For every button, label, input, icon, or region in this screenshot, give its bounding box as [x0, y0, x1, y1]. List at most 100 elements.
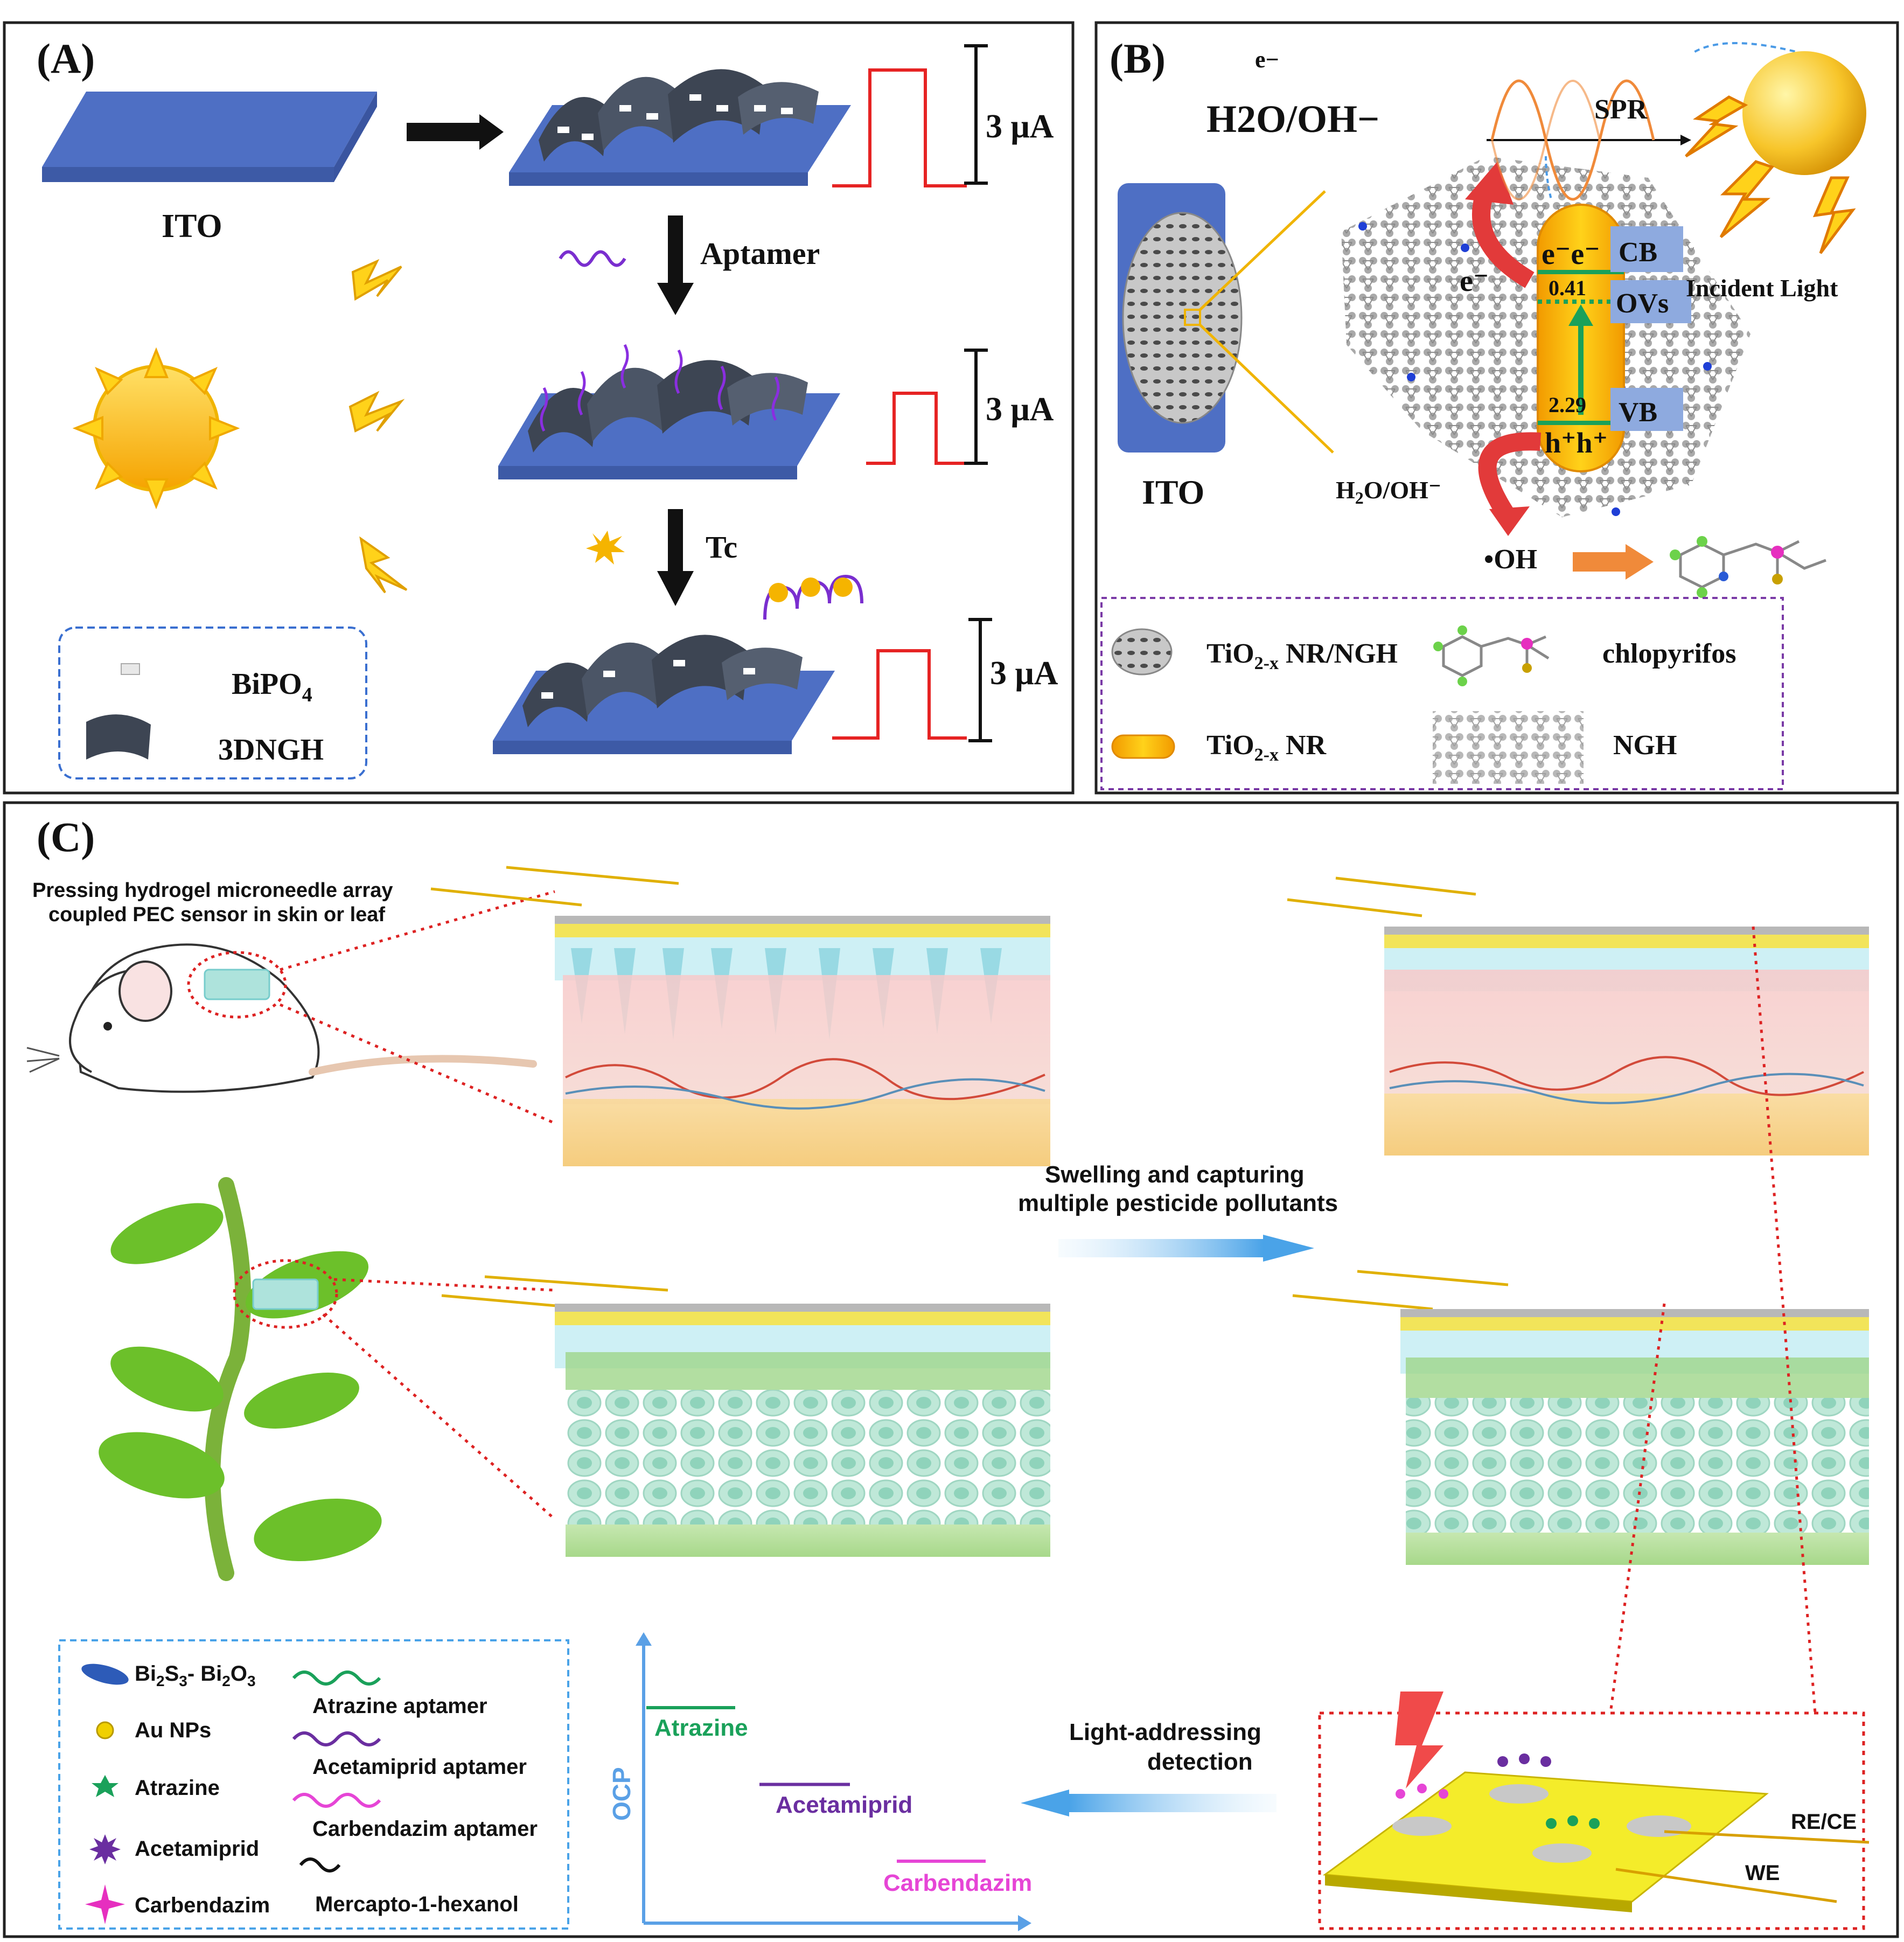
val-041-label: 0.41	[1549, 276, 1586, 300]
carbendazim-aptamer-icon	[292, 1793, 381, 1808]
photocurrent-trace-3	[832, 649, 967, 740]
incident-lightning-icons	[1685, 95, 1856, 254]
legend-3dngh: 3DNGH	[218, 733, 324, 767]
legend-acetamiprid-aptamer: Acetamiprid aptamer	[312, 1755, 527, 1779]
light-beam-icon	[1395, 1692, 1443, 1788]
ovs-box	[1610, 280, 1691, 323]
electrode-zoom-line-right	[1752, 926, 1817, 1714]
legend-tio2-nr: TiO2-x NR	[1206, 730, 1327, 765]
current-label-2: 3 μA	[986, 391, 1054, 428]
arrow-right-a	[407, 114, 504, 150]
lightning-icons-a	[348, 259, 408, 594]
excitation-arrowhead	[1568, 304, 1593, 326]
legend-box-b	[1100, 597, 1784, 790]
skin-tissue-block-after	[1287, 876, 1869, 1156]
hole-transfer-arrow	[1478, 432, 1542, 523]
pressing-label-line2: coupled PEC sensor in skin or leaf	[48, 903, 385, 926]
aptamer-tc-complex-icon	[763, 574, 863, 620]
legend-au-nps: Au NPs	[135, 1718, 211, 1742]
tc-molecule-icon	[586, 531, 625, 565]
chlorpyrifos-legend-icon	[1433, 625, 1550, 686]
ocp-x-axis-arrowhead	[1018, 1915, 1031, 1931]
ee-label: e⁻e⁻	[1542, 238, 1600, 271]
legend-bipo4: BiPO4	[232, 667, 312, 706]
detection-arrowhead	[1021, 1790, 1069, 1816]
mch-icon	[299, 1857, 341, 1873]
atrazine-aptamer-icon	[292, 1670, 381, 1686]
legend-acetamiprid: Acetamiprid	[135, 1837, 259, 1861]
vb-box	[1610, 388, 1683, 431]
acetamiprid-icon	[89, 1834, 121, 1864]
degradation-arrowhead	[1626, 544, 1654, 580]
light-path-dashed	[1690, 42, 1805, 55]
hh-label: h⁺h⁺	[1545, 427, 1608, 459]
plant-zoom-line-bottom	[322, 1313, 556, 1520]
plant-zoom-line-top	[333, 1278, 555, 1292]
ocp-y-axis-arrowhead	[636, 1632, 652, 1646]
series-label-atrazine: Atrazine	[654, 1715, 748, 1741]
ngh-legend-icon	[1433, 711, 1584, 784]
oh-radical-label: •OH	[1484, 544, 1537, 575]
photocurrent-trace-2	[866, 392, 967, 465]
e-minus-label: e⁻	[1460, 264, 1489, 298]
legend-atrazine-aptamer: Atrazine aptamer	[312, 1694, 487, 1718]
chlorpyrifos-molecule-b	[1670, 536, 1826, 598]
panel-a-label: (A)	[37, 35, 95, 82]
carbendazim-icon	[85, 1884, 125, 1924]
panel-c-label: (C)	[37, 813, 95, 860]
bipo4-icon	[121, 663, 140, 675]
bi2s3-bi2o3-icon	[81, 1663, 129, 1685]
ocp-chart: OCP Atrazine Acetamiprid Carbendazim	[608, 1632, 1032, 1931]
ito-label-a: ITO	[162, 208, 222, 245]
series-label-carbendazim: Carbendazim	[883, 1870, 1032, 1896]
plate-with-aptamer	[498, 344, 840, 479]
mouse-zoom-line-bottom	[280, 1003, 555, 1125]
light-addressing-line1: Light-addressing	[1069, 1719, 1261, 1745]
electron-top-label: e−	[1255, 46, 1279, 73]
spr-wave-echo	[1491, 80, 1601, 200]
ovs-label: OVs	[1616, 288, 1669, 319]
series-label-acetamiprid: Acetamiprid	[776, 1792, 912, 1818]
detection-arrow	[1069, 1794, 1277, 1812]
ito-electrode-b	[1118, 183, 1243, 453]
tio2-ngh-legend-icon	[1111, 628, 1173, 676]
au-nps-icon	[96, 1721, 114, 1739]
electron-transfer-arrow	[1472, 185, 1535, 288]
h2o-top-label: H2O/OH−	[1206, 98, 1379, 141]
swelling-label-line1: Swelling and capturing	[1045, 1161, 1305, 1188]
we-lead	[1615, 1868, 1837, 1903]
spr-wave	[1490, 79, 1655, 201]
val-229-label: 2.29	[1549, 393, 1586, 417]
ito-plate-a	[42, 92, 377, 182]
legend-tio2-ngh: TiO2-x NR/NGH	[1206, 638, 1398, 673]
legend-ngh: NGH	[1613, 730, 1677, 761]
spr-label: SPR	[1594, 94, 1648, 125]
cb-box	[1610, 226, 1683, 272]
legend-carbendazim-aptamer: Carbendazim aptamer	[312, 1817, 538, 1841]
legend-atrazine: Atrazine	[135, 1776, 220, 1800]
re-ce-lead	[1664, 1830, 1870, 1844]
scale-bar-3	[968, 618, 992, 742]
plate-3dngh-bipo4	[509, 69, 851, 186]
current-label-3: 3 μA	[990, 655, 1058, 692]
panel-a-border	[3, 21, 1075, 795]
ocp-y-label: OCP	[608, 1767, 636, 1821]
legend-mch: Mercapto-1-hexanol	[315, 1892, 519, 1916]
light-addressing-line2: detection	[1147, 1749, 1253, 1775]
arrow-down-aptamer	[657, 215, 694, 315]
re-ce-label: RE/CE	[1791, 1810, 1857, 1834]
aptamer-icon	[559, 250, 626, 267]
spr-transfer-dashed	[1545, 156, 1552, 200]
panel-c: (C) Pressing hydrogel microneedle array …	[3, 801, 1899, 1938]
arrow-down-tc	[657, 509, 694, 606]
plant-illustration	[99, 1177, 382, 1581]
step-aptamer-label: Aptamer	[700, 236, 820, 271]
legend-chlorpyrifos: chlopyrifos	[1602, 638, 1736, 669]
skin-tissue-block-before	[430, 866, 1050, 1166]
step-tc-label: Tc	[706, 530, 737, 565]
h2o-bottom-label: H2O/OH⁻	[1336, 476, 1441, 507]
panel-b: (B) e− H2O/OH− ITO e⁻e⁻ 0.41 2.29 h⁺h⁺	[1094, 21, 1899, 795]
ito-label-b: ITO	[1142, 473, 1204, 511]
cb-label: CB	[1619, 237, 1657, 268]
